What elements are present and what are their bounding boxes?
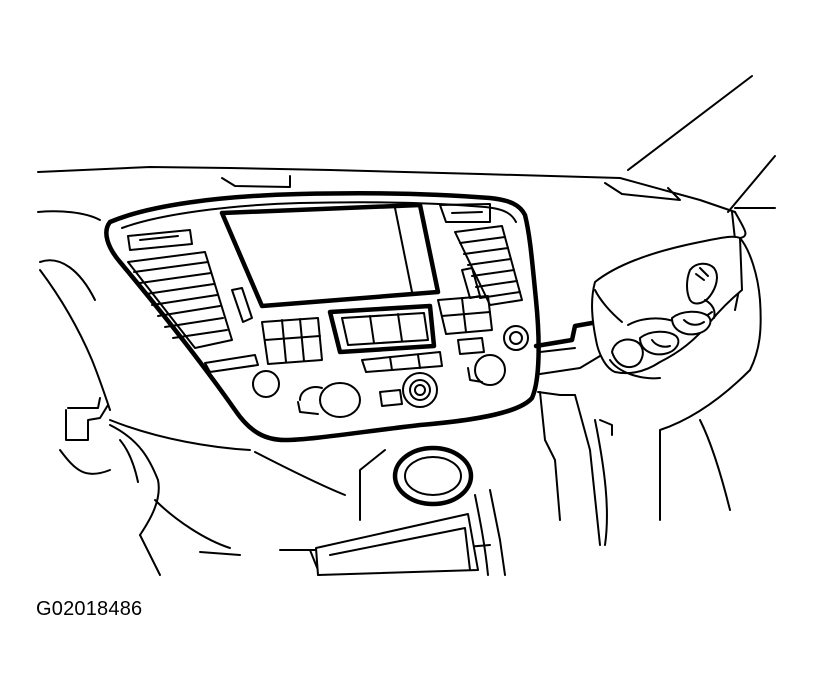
- center-bezel: [104, 190, 541, 443]
- figure-id-label: G02018486: [36, 598, 143, 620]
- windshield-lines: [627, 75, 776, 213]
- left-air-vent: [127, 229, 259, 373]
- hand-illustration: [591, 211, 762, 521]
- display-screen: [219, 202, 441, 309]
- lower-console: [254, 391, 613, 576]
- control-knobs: [252, 325, 529, 418]
- control-buttons: [261, 295, 493, 407]
- left-dashboard: [37, 210, 251, 576]
- right-air-vent: [439, 203, 523, 306]
